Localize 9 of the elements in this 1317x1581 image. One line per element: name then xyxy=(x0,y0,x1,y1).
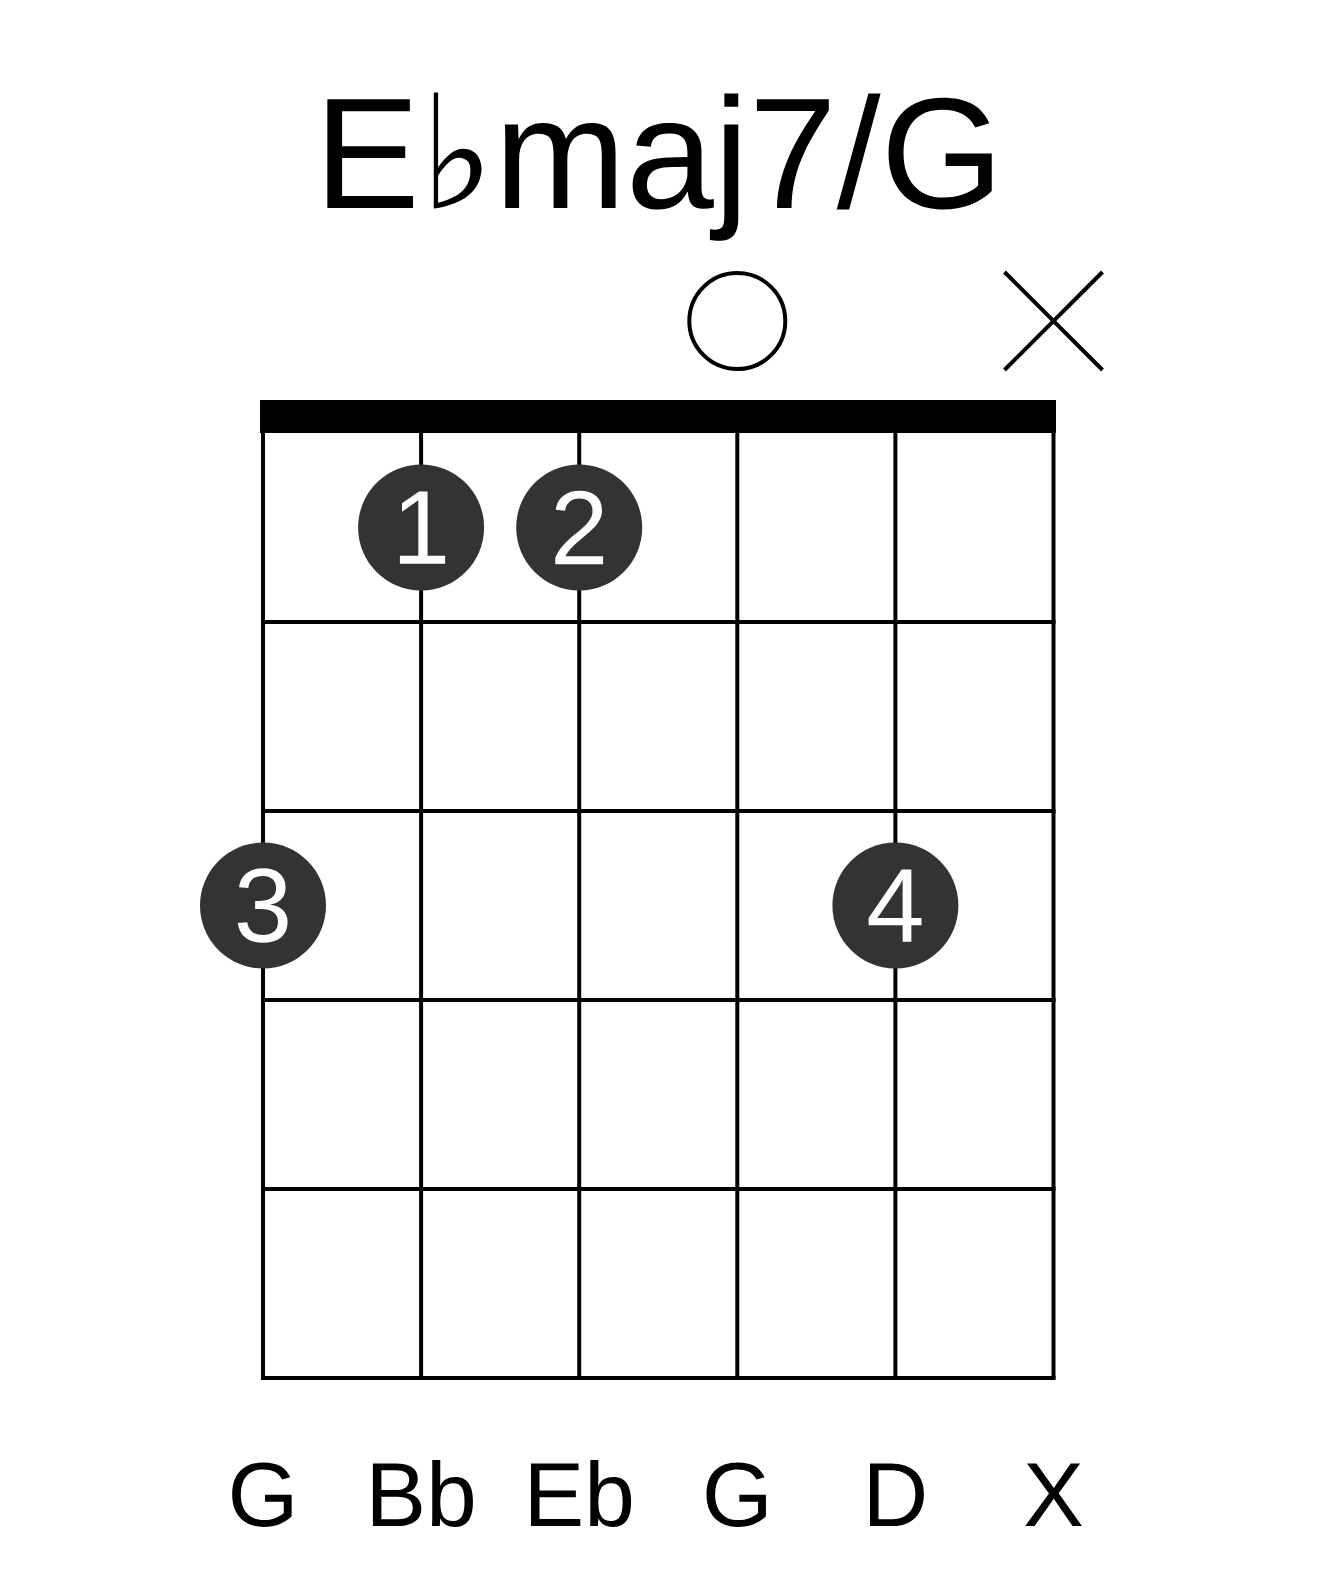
string-note-label: Bb xyxy=(372,1460,473,1527)
open-string-circle xyxy=(687,271,788,371)
muted-string-cross xyxy=(1002,270,1105,372)
chord-title: E♭maj7/G xyxy=(327,92,992,241)
string-note-label: X xyxy=(1025,1463,1082,1526)
string-note-label: G xyxy=(232,1462,292,1527)
string-note-label: D xyxy=(870,1463,924,1526)
string-note-label: G xyxy=(706,1462,766,1527)
string-note-label: Eb xyxy=(531,1460,632,1527)
